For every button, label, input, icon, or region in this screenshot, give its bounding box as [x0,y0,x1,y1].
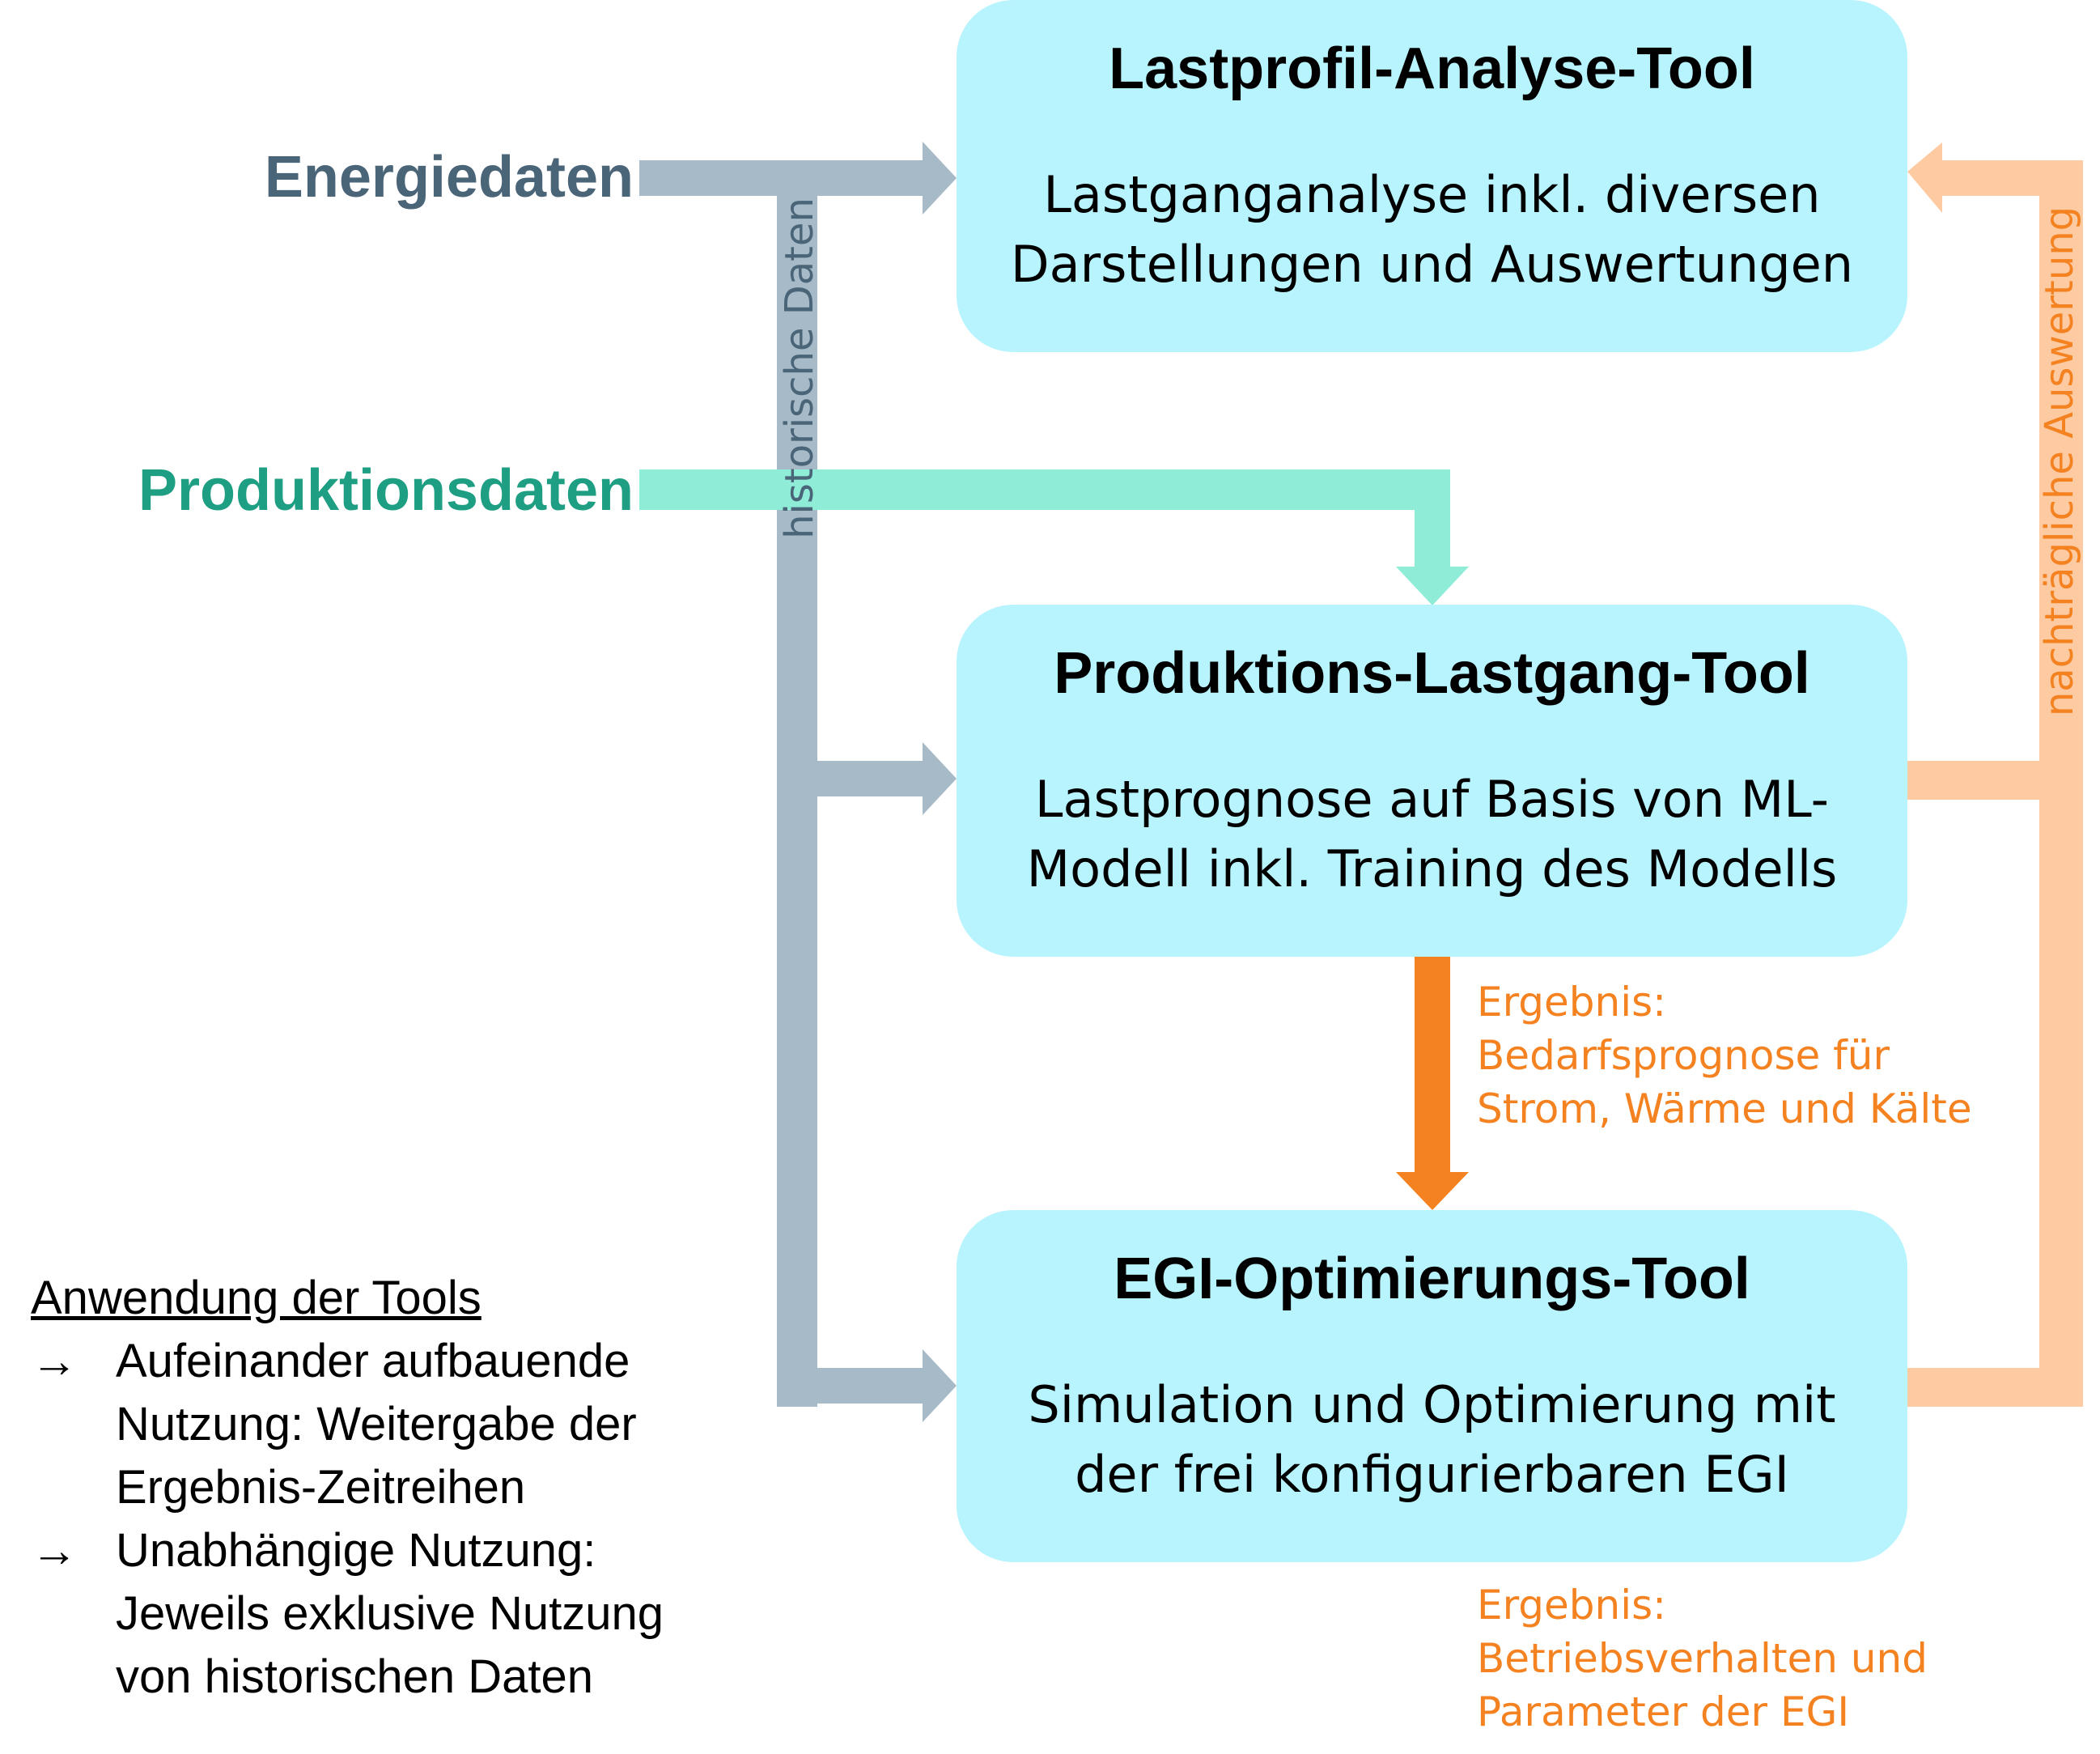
tool-box-load-profile-analysis: Lastprofil-Analyse-Tool Lastganganalyse … [957,0,1907,352]
result-line: Strom, Wärme und Kälte [1477,1085,1972,1132]
tool-box-production-load: Produktions-Lastgang-Tool Lastprognose a… [957,605,1907,957]
tool-description: Simulation und Optimierung mit der frei … [995,1370,1869,1510]
tool-title: EGI-Optimierungs-Tool [1114,1246,1750,1311]
feedback-from-production-bar [1907,761,2039,800]
tool-description-line: Lastprognose auf Basis von ML- [1034,770,1830,829]
legend-item: → Aufeinander aufbauende Nutzung: Weiter… [31,1330,664,1519]
arrow-right-icon: → [31,1524,78,1577]
tool-box-egi-optimization: EGI-Optimierungs-Tool Simulation und Opt… [957,1210,1907,1562]
result-operation-text: Ergebnis: Betriebsverhalten und Paramete… [1477,1578,1928,1739]
tool-title: Produktions-Lastgang-Tool [1054,641,1810,706]
energy-data-arrows [639,142,957,1422]
history-vertical-bar [777,160,817,1407]
arrow-right-icon: → [31,1335,78,1387]
legend-item-line: Unabhängige Nutzung: [116,1524,596,1577]
legend-item-line: Aufeinander aufbauende [116,1335,630,1387]
feedback-to-analysis-arrow [1907,142,2083,213]
feedback-from-optimization-bar [1907,1368,2039,1407]
tool-description-line: der frei konfigurierbaren EGI [1075,1445,1789,1504]
feedback-vertical-bar [2039,160,2083,1407]
production-data-arrow [639,469,1469,605]
history-to-optimization-arrow [777,1349,957,1422]
result-line: Bedarfsprognose für [1477,1032,1890,1079]
tool-description: Lastganganalyse inkl. diversen Darstellu… [995,160,1869,299]
tool-description-line: Simulation und Optimierung mit [1028,1375,1836,1434]
result-line: Parameter der EGI [1477,1688,1850,1735]
feedback-arrows [1907,142,2083,1407]
energy-data-label: Energiedaten [264,145,634,210]
feedback-label: nachträgliche Auswertung [2037,206,2082,717]
result-forecast-arrow [1396,957,1469,1210]
legend-heading: Anwendung der Tools [31,1272,482,1324]
legend-item: → Unabhängige Nutzung: Jeweils exklusive… [31,1519,664,1709]
legend-item-line: von historischen Daten [116,1650,593,1703]
tool-description-line: Lastganganalyse inkl. diversen [1043,165,1821,224]
tool-description-line: Modell inkl. Training des Modells [1026,839,1838,898]
tool-description: Lastprognose auf Basis von ML- Modell in… [995,765,1869,904]
tool-title: Lastprofil-Analyse-Tool [1109,36,1755,101]
result-line: Ergebnis: [1477,979,1666,1026]
legend-item-line: Ergebnis-Zeitreihen [116,1461,526,1514]
legend-item-line: Jeweils exklusive Nutzung [116,1587,664,1640]
tool-description-line: Darstellungen und Auswertungen [1010,235,1854,294]
history-to-production-arrow [817,742,957,815]
result-forecast-text: Ergebnis: Bedarfsprognose für Strom, Wär… [1477,975,1972,1136]
result-line: Ergebnis: [1477,1582,1666,1629]
result-line: Betriebsverhalten und [1477,1635,1928,1682]
tool-usage-legend: Anwendung der Tools → Aufeinander aufbau… [31,1267,664,1709]
production-data-label: Produktionsdaten [138,458,634,523]
legend-item-line: Nutzung: Weitergabe der [116,1398,637,1450]
history-data-label: historische Daten [777,197,822,539]
